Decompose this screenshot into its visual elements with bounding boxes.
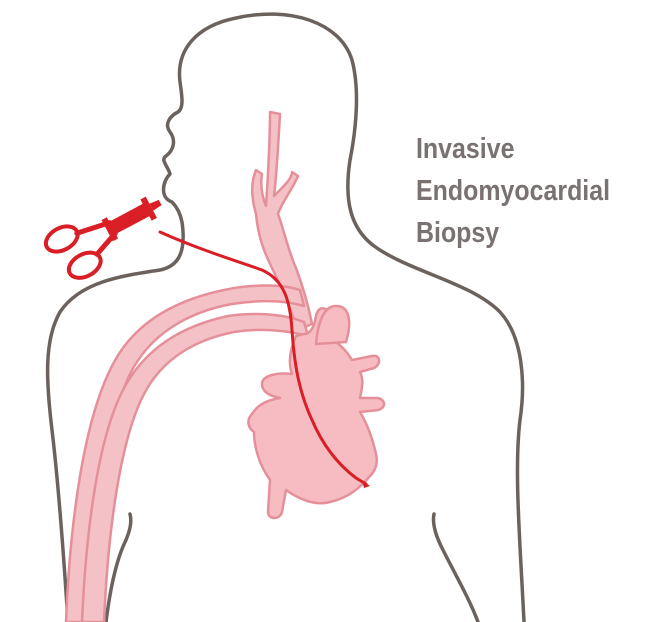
forceps-finger-ring-upper [42,221,82,256]
title: Invasive Endomyocardial Biopsy [416,128,610,254]
right-arm-inner-line [433,514,478,622]
title-line-2: Endomyocardial [416,170,610,212]
title-line-3: Biopsy [416,212,610,254]
title-line-1: Invasive [416,128,610,170]
